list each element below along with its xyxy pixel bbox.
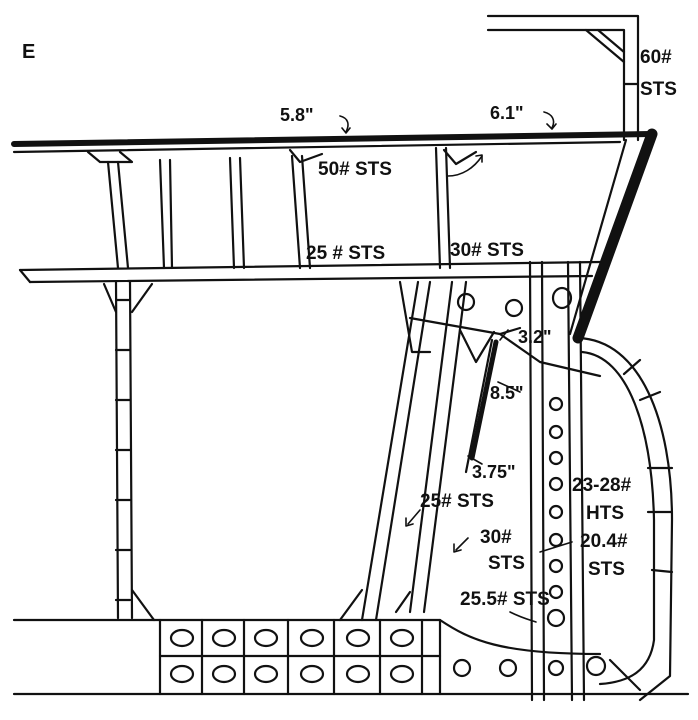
- double-bottom: [12, 618, 690, 696]
- longitudinal-bulkhead-inner-weight: 30#: [480, 527, 512, 548]
- shell-lower-weight: 20.4#: [580, 531, 628, 552]
- gap-mid-dimension: 8.5": [490, 383, 524, 403]
- lightening-holes-side: [456, 286, 573, 628]
- shell-lower-type: STS: [588, 559, 625, 580]
- second-deck-left-label: 25 # STS: [306, 243, 386, 264]
- longitudinal-bulkheads: [338, 280, 496, 622]
- bulwark-weight: 60#: [640, 47, 672, 68]
- sheer-strake: [572, 128, 658, 344]
- gap-top-dimension: 3.2": [518, 327, 552, 347]
- heavy-inner-plate: [469, 339, 499, 461]
- bilge-shell: [576, 336, 674, 702]
- second-deck-right-label: 30# STS: [450, 240, 524, 261]
- second-deck: [18, 260, 602, 284]
- main-deck: [11, 131, 653, 154]
- main-deck-right-thickness: 6.1": [490, 103, 524, 123]
- label-arrows: [339, 111, 573, 623]
- deck-plating-label: 50# STS: [318, 159, 392, 180]
- inner-strakes: [528, 260, 586, 702]
- main-deck-left-thickness: 5.8": [280, 105, 314, 125]
- deck-girders: [86, 146, 478, 270]
- side-plating-weight: 23-28#: [572, 475, 632, 496]
- inner-frame-left: [102, 280, 156, 622]
- bottom-plating-label: 25.5# STS: [460, 589, 550, 610]
- bulwark-structure: [486, 14, 640, 142]
- longitudinal-bulkhead-outer-label: 25# STS: [420, 491, 494, 512]
- side-plating-type: HTS: [586, 503, 624, 524]
- longitudinal-bulkhead-inner-type: STS: [488, 553, 525, 574]
- panel-letter: E: [22, 41, 36, 63]
- bulwark-type: STS: [640, 79, 677, 100]
- lightening-holes-bottom: [169, 628, 607, 684]
- gap-low-dimension: 3.75": [472, 462, 516, 482]
